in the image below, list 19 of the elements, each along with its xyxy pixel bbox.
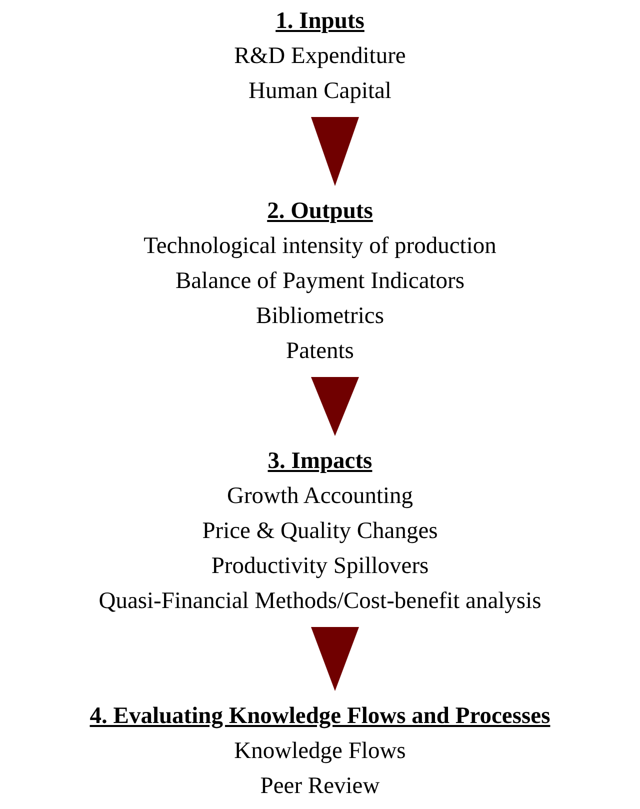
list-item: R&D Expenditure <box>234 42 406 71</box>
section-heading: 2. Outputs <box>267 197 373 226</box>
list-item: Patents <box>286 337 354 366</box>
list-item: Human Capital <box>248 77 392 106</box>
list-item: Productivity Spillovers <box>211 552 429 581</box>
list-item: Bibliometrics <box>256 302 384 331</box>
list-item: Technological intensity of production <box>144 232 496 261</box>
section-heading: 3. Impacts <box>268 447 372 476</box>
list-item: Knowledge Flows <box>234 737 406 766</box>
section-heading: 1. Inputs <box>276 7 364 36</box>
list-item: Peer Review <box>260 772 380 801</box>
list-item: Balance of Payment Indicators <box>175 267 465 296</box>
arrow <box>311 117 359 186</box>
list-item: Growth Accounting <box>226 482 413 511</box>
list-item: Price & Quality Changes <box>202 517 438 546</box>
arrow <box>311 377 359 436</box>
section-heading: 4. Evaluating Knowledge Flows and Processes <box>90 702 550 731</box>
list-item: Quasi-Financial Methods/Cost-benefit analysis <box>98 587 542 616</box>
arrow <box>311 627 359 691</box>
